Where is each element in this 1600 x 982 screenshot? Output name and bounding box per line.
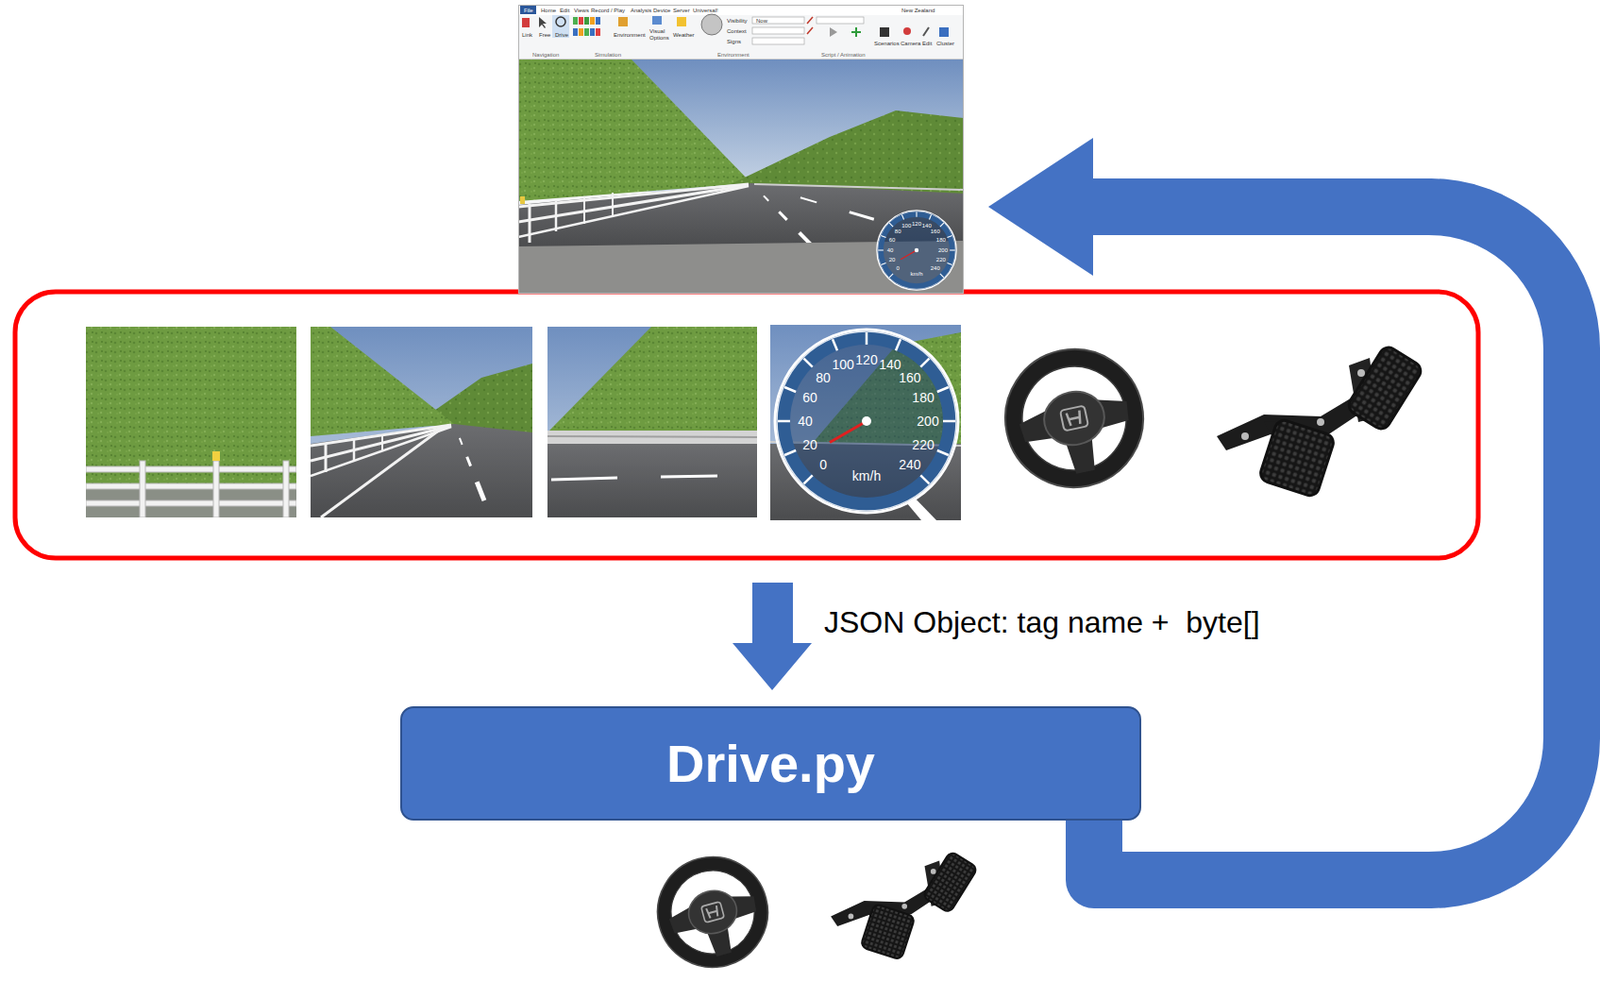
toolbar-label: Drive: [555, 32, 569, 39]
toolbar-label: Universal!: [692, 7, 719, 15]
gauge-number: 60: [889, 236, 896, 244]
gauge-number: 20: [889, 256, 896, 264]
toolbar-label: Server: [673, 7, 691, 15]
camera-left-view: [85, 326, 297, 518]
toolbar-label: Cluster: [936, 40, 955, 48]
toolbar-label: Script / Animation: [821, 51, 866, 59]
arrow-band: [1087, 206, 1572, 880]
gauge-number: 60: [802, 389, 818, 405]
steering-wheel: [644, 843, 780, 979]
toolbar-label: File: [523, 7, 534, 15]
toolbar-label: New Zealand: [901, 7, 935, 15]
toolbar-label: Visibility: [726, 17, 748, 25]
toolbar-label: Now: [756, 17, 768, 25]
gauge-number: 80: [815, 370, 831, 386]
toolbar-label: Views: [573, 7, 590, 15]
toolbar-label: Edit: [559, 7, 570, 15]
toolbar-label: Home: [540, 7, 556, 15]
toolbar-label: Context: [726, 28, 747, 35]
gauge-number: 20: [802, 437, 818, 453]
process-box: Drive.py: [400, 706, 1142, 821]
gauge-unit: km/h: [852, 468, 881, 484]
flow-arrow: [732, 582, 812, 691]
box-title: Drive.py: [666, 734, 876, 793]
toolbar-label: Weather: [673, 32, 695, 39]
gauge-number: 140: [922, 222, 932, 230]
toolbar-label: Visual Options: [649, 28, 673, 42]
simulator-window: FileHomeEditViewsRecord / PlayAnalysisDe…: [518, 4, 964, 294]
group-frame: [15, 291, 1479, 558]
pedals: [1216, 343, 1425, 498]
toolbar-label: Navigation: [532, 51, 559, 59]
toolbar-label: Environment: [717, 51, 750, 59]
pedals: [830, 850, 978, 960]
speedometer-view: [770, 324, 961, 521]
gauge-number: 100: [831, 356, 854, 372]
gauge-unit: km/h: [909, 270, 923, 278]
simulator-screenshot: [518, 4, 964, 294]
arrow-label: JSON Object: tag name + byte[]: [824, 605, 1261, 640]
toolbar-label: Signs: [726, 38, 742, 46]
toolbar-label: Record / Play: [590, 7, 625, 15]
gauge-number: 160: [898, 370, 921, 386]
gauge-number: 220: [911, 437, 934, 453]
toolbar-label: Simulation: [594, 51, 622, 59]
gauge-number: 240: [930, 265, 941, 272]
gauge-number: 200: [916, 413, 939, 429]
gauge-number: 120: [911, 220, 922, 228]
toolbar-label: Edit: [922, 40, 932, 48]
gauge-number: 180: [936, 236, 946, 244]
toolbar-label: Free: [538, 32, 551, 39]
gauge-number: 240: [898, 456, 921, 472]
arrow-head: [988, 137, 1094, 276]
toolbar-label: Environment: [613, 32, 646, 39]
toolbar-label: Camera: [900, 40, 921, 48]
gauge-number: 220: [936, 256, 946, 264]
gauge-number: 0: [896, 265, 900, 272]
toolbar-label: Analysis: [630, 7, 652, 15]
gauge-number: 140: [878, 356, 901, 372]
steering-wheel: [992, 336, 1156, 500]
gauge-number: 200: [938, 247, 948, 254]
gauge-number: 80: [894, 228, 902, 236]
gauge-number: 180: [911, 389, 934, 405]
gauge-number: 160: [930, 228, 941, 236]
camera-right-view: [547, 326, 758, 518]
gauge-number: 0: [819, 456, 827, 472]
toolbar-label: Link: [522, 32, 533, 39]
gauge-number: 120: [855, 352, 877, 368]
toolbar-label: Device: [653, 7, 671, 15]
toolbar-label: Scenarios: [874, 40, 900, 48]
gauge-number: 40: [797, 413, 813, 429]
gauge-number: 100: [901, 222, 911, 230]
camera-front-view: [310, 326, 533, 518]
gauge-number: 40: [887, 247, 894, 254]
